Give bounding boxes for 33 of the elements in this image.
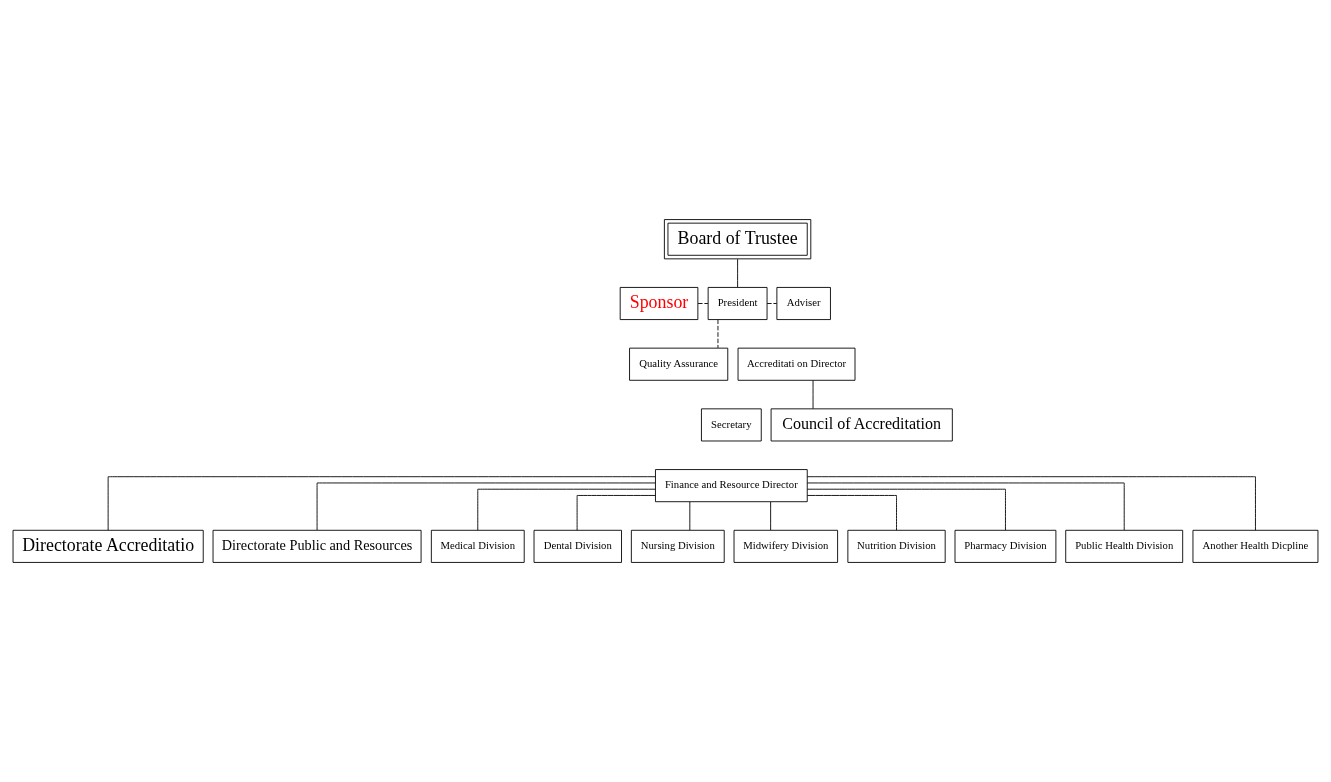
connector: [806, 495, 897, 531]
node-box: Nursing Division: [630, 529, 725, 563]
connector: [737, 258, 739, 288]
node-box: Directorate Accreditatio: [12, 529, 204, 563]
node-box: President: [707, 287, 768, 320]
node-box: Nutrition Division: [847, 529, 946, 563]
connector: [717, 319, 719, 349]
node-box: Public Health Division: [1065, 529, 1184, 563]
node-box: Directorate Public and Resources: [212, 529, 422, 563]
connector: [812, 380, 814, 410]
node-box: Pharmacy Division: [954, 529, 1057, 563]
node-box: Secretary: [701, 408, 762, 442]
connector: [316, 482, 656, 531]
node-box: Medical Division: [430, 529, 525, 563]
node-box: Quality Assurance: [629, 347, 729, 381]
connector: [689, 501, 691, 531]
connector: [697, 303, 709, 304]
connector: [107, 476, 656, 531]
node-box: Midwifery Division: [733, 529, 839, 563]
node-box: Council of Accreditation: [770, 408, 953, 442]
connector: [806, 476, 1256, 531]
connector: [477, 488, 656, 531]
node-box: Adviser: [776, 287, 831, 320]
connector: [770, 501, 772, 531]
node-box: Sponsor: [619, 287, 699, 320]
node-box: Dental Division: [533, 529, 622, 563]
node-box: Another Health Dicpline: [1192, 529, 1319, 563]
connector: [806, 488, 1006, 531]
node-box: Accreditati on Director: [737, 347, 856, 381]
connector: [576, 495, 656, 531]
node-box: Finance and Resource Director: [655, 469, 808, 503]
connector: [766, 303, 778, 304]
connector: [806, 482, 1125, 531]
